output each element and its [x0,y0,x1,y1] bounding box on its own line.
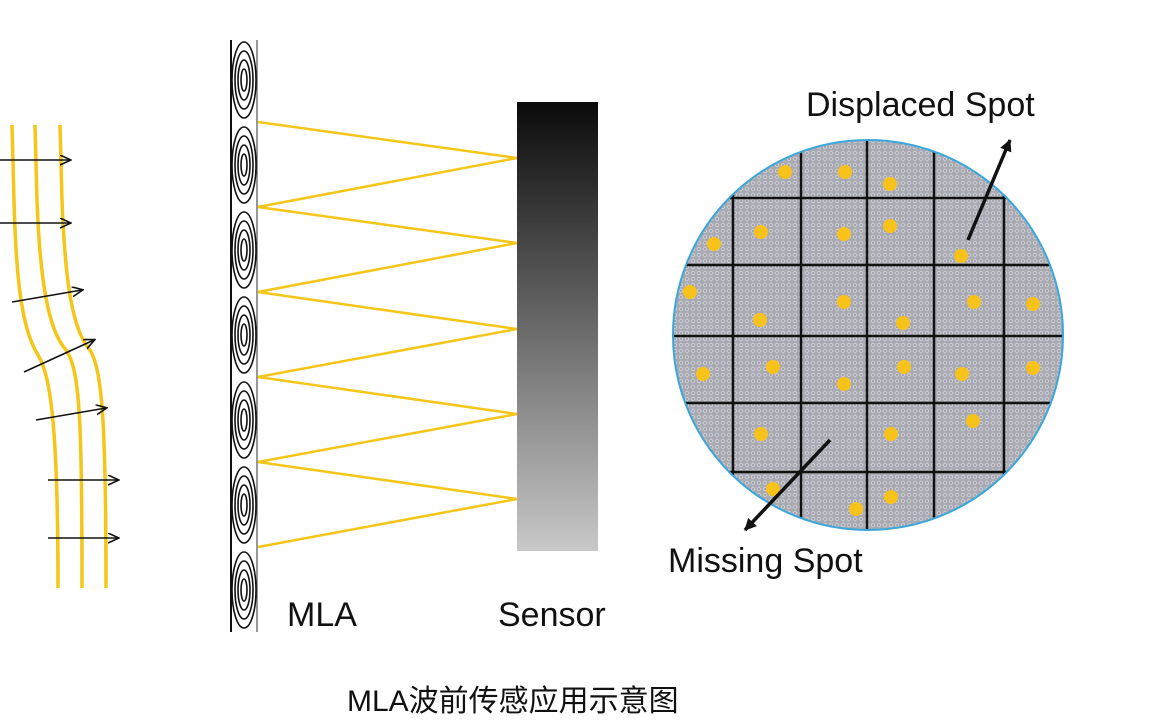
microlens [231,41,257,119]
microlens [234,390,254,450]
spot-pattern [672,139,1064,531]
microlens [234,475,254,535]
focal-spot [884,490,898,504]
missing-spot-label: Missing Spot [668,542,863,580]
grid [673,140,1063,530]
microlens [237,569,251,611]
focal-spot [955,367,969,381]
microlens [231,296,257,374]
right-arrow-icon [35,408,106,421]
microlens [240,238,248,262]
focal-spot [838,165,852,179]
focal-spot [1026,297,1040,311]
focal-spot [837,227,851,241]
focal-spot [883,219,897,233]
pointer-arrow-icon [743,438,832,532]
wave-arrows [0,160,118,538]
sensor-label: Sensor [498,596,606,634]
focal-spot [967,295,981,309]
wavefront-line [58,124,108,589]
focal-spot [837,295,851,309]
pattern-boundary [672,139,1064,531]
focal-spot [897,360,911,374]
microlens-array [230,40,258,632]
focal-spot [754,427,768,441]
focal-spot [896,316,910,330]
right-arrow-icon [23,340,94,373]
focal-spot [837,377,851,391]
focal-spot [849,502,863,516]
microlens [240,68,248,92]
microlens [231,211,257,289]
microlens [231,551,257,629]
focal-spot [766,482,780,496]
wavefront [10,124,108,589]
focal-spot [966,414,980,428]
focal-spot [778,165,792,179]
callout-arrows [743,139,1012,532]
focal-spot [683,285,697,299]
mla-label: MLA [287,596,357,634]
microlens [237,144,251,186]
microlens [240,153,248,177]
focal-spot [707,237,721,251]
focal-spot [954,249,968,263]
wavefront-line [33,124,84,589]
microlens [234,135,254,195]
microlens [240,578,248,602]
displaced-spot-label: Displaced Spot [806,86,1035,124]
microlens [234,220,254,280]
microlens [237,229,251,271]
microlens [231,126,257,204]
microlens [237,484,251,526]
focal-spot [766,360,780,374]
focal-spot [1026,361,1040,375]
microlens [240,323,248,347]
focal-spot [754,225,768,239]
microlens [231,381,257,459]
microlens [237,314,251,356]
microlens [234,305,254,365]
wavefront-line [10,124,60,589]
microlens [234,560,254,620]
microlens [237,399,251,441]
focal-spot [883,177,897,191]
focal-spot [884,427,898,441]
microlens [231,466,257,544]
focal-spot [696,367,710,381]
pointer-arrow-icon [966,139,1012,241]
microlens [234,50,254,110]
focal-spot [753,313,767,327]
light-rays [257,120,518,549]
microlens [240,408,248,432]
figure-caption: MLA波前传感应用示意图 [347,685,679,718]
microlens [237,59,251,101]
sensor-bar [517,102,598,551]
microlens [240,493,248,517]
right-arrow-icon [11,290,82,303]
